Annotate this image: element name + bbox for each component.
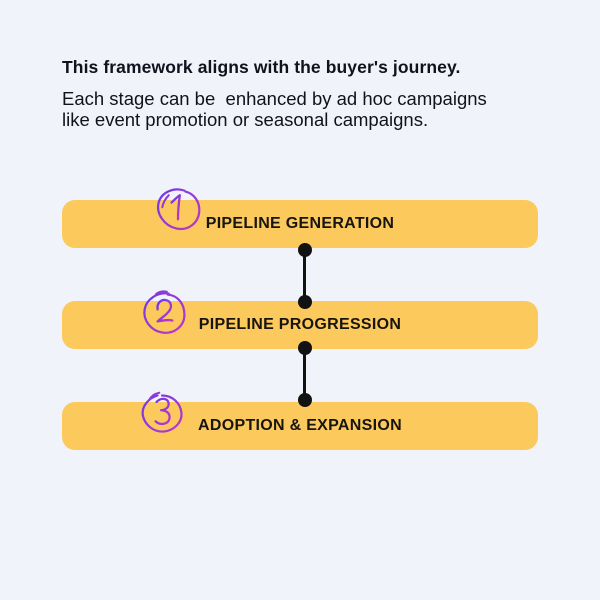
handdrawn-circle [141, 394, 183, 433]
connector-dot [297, 341, 312, 355]
handdrawn-circle-leadin [154, 290, 168, 296]
handdrawn-circle-leadin [148, 391, 161, 402]
stage-bar-pipeline-generation: PIPELINE GENERATION [62, 200, 538, 248]
stage-label-adoption-expansion: ADOPTION & EXPANSION [198, 417, 402, 434]
stage-label-pipeline-generation: PIPELINE GENERATION [205, 215, 395, 232]
handdrawn-circle [143, 292, 186, 334]
stage-bar-adoption-expansion: ADOPTION & EXPANSION [62, 402, 538, 450]
circled-number-3-icon [141, 391, 183, 433]
connector-dot [297, 295, 312, 309]
circled-number-1-icon [156, 188, 201, 231]
digit-stroke-2 [156, 298, 174, 323]
page-title: This framework aligns with the buyer's j… [62, 57, 461, 77]
stage-bar-pipeline-progression: PIPELINE PROGRESSION [62, 301, 538, 349]
handdrawn-circle-leadin [161, 194, 170, 209]
connector-dot [297, 393, 312, 407]
connector-line-2 [303, 348, 306, 400]
digit-stroke-1 [170, 194, 181, 221]
handdrawn-circle [156, 188, 201, 231]
stage-label-pipeline-progression: PIPELINE PROGRESSION [198, 316, 402, 333]
digit-stroke-3 [154, 397, 171, 426]
page-subtitle: Each stage can be enhanced by ad hoc cam… [62, 88, 487, 130]
connector-dot [297, 243, 312, 257]
subtitle-line-1: Each stage can be enhanced by ad hoc cam… [62, 88, 487, 109]
connector-line-1 [303, 250, 306, 302]
circled-number-2-icon [143, 290, 186, 334]
subtitle-line-2: like event promotion or seasonal campaig… [62, 108, 429, 130]
